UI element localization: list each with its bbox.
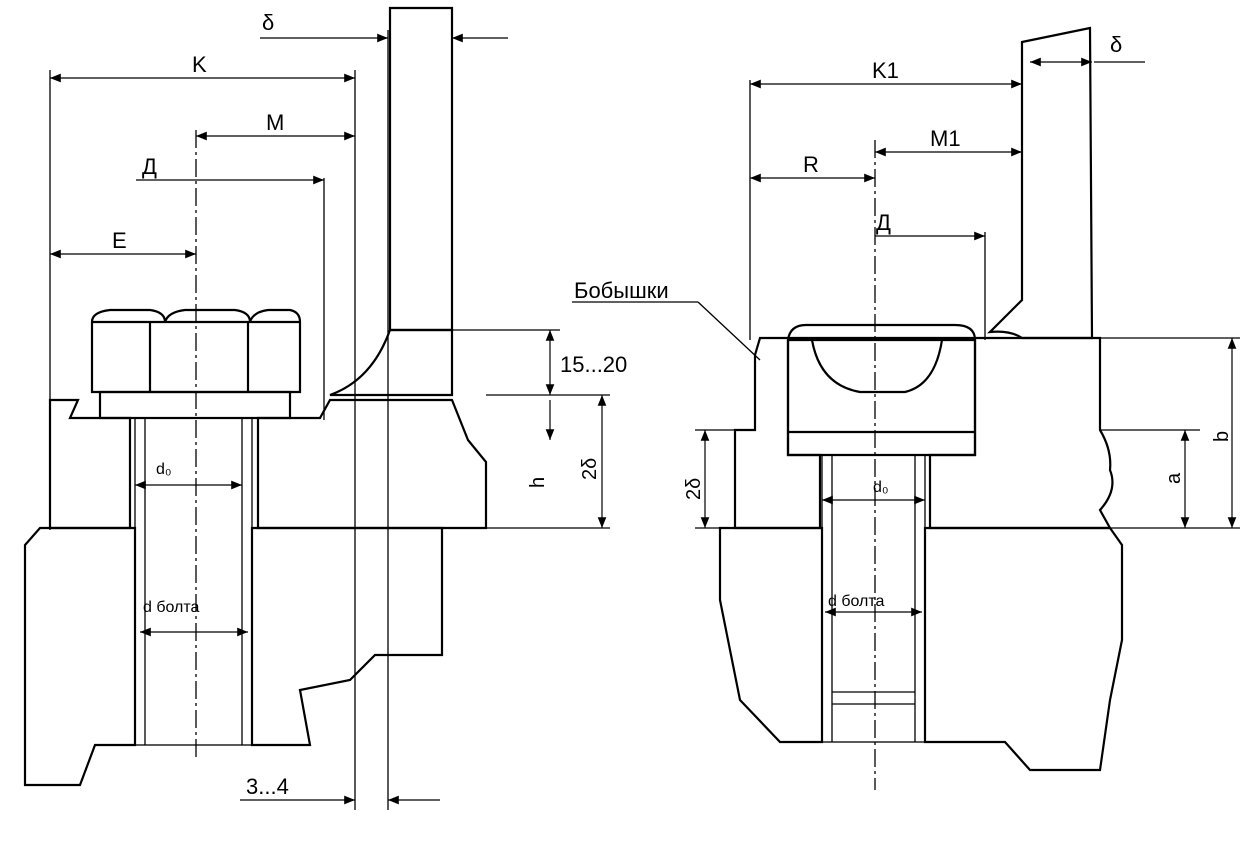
left-view: δ K M Д E 15...20 d₀ d болта 3...4 h 2δ xyxy=(23,6,627,810)
left-K-label: K xyxy=(192,52,207,77)
right-two-delta-label: 2δ xyxy=(683,478,705,500)
right-M1-label: M1 xyxy=(930,126,961,151)
right-R-label: R xyxy=(803,152,819,177)
right-b-label: b xyxy=(1211,431,1233,442)
left-delta-label: δ xyxy=(262,10,274,35)
right-socket-head xyxy=(786,323,977,457)
right-delta-label: δ xyxy=(1110,32,1122,57)
right-bolt-label: d болта xyxy=(828,593,885,610)
right-lower-flange-right xyxy=(923,526,1124,772)
left-d0-label: d₀ xyxy=(156,461,172,478)
left-E-label: E xyxy=(112,228,127,253)
left-M-label: M xyxy=(266,110,284,135)
left-upper-flange xyxy=(48,398,132,530)
left-h-label: h xyxy=(527,477,549,488)
right-D-label: Д xyxy=(876,210,891,235)
right-lower-flange xyxy=(718,526,824,744)
left-range-3-4-label: 3...4 xyxy=(246,774,289,799)
left-weld xyxy=(329,328,454,397)
left-upper-flange-right xyxy=(256,398,488,530)
right-wall xyxy=(987,26,1094,340)
left-bolt-label: d болта xyxy=(143,599,200,616)
left-lower-flange-right xyxy=(250,526,444,747)
left-D-label: Д xyxy=(142,154,157,179)
right-K1-label: K1 xyxy=(872,58,899,83)
right-a-label: a xyxy=(1163,472,1185,484)
left-bolt-shank xyxy=(134,417,253,746)
left-range-15-20-label: 15...20 xyxy=(560,352,627,377)
left-lower-flange xyxy=(23,526,137,787)
left-wall xyxy=(388,6,454,332)
right-view: K1 δ M1 R Д Бобышки d₀ d болта 2δ a b xyxy=(572,26,1240,790)
right-bosses-label: Бобышки xyxy=(574,278,669,303)
right-d0-label: d₀ xyxy=(873,479,889,496)
left-two-delta-label: 2δ xyxy=(579,458,601,480)
